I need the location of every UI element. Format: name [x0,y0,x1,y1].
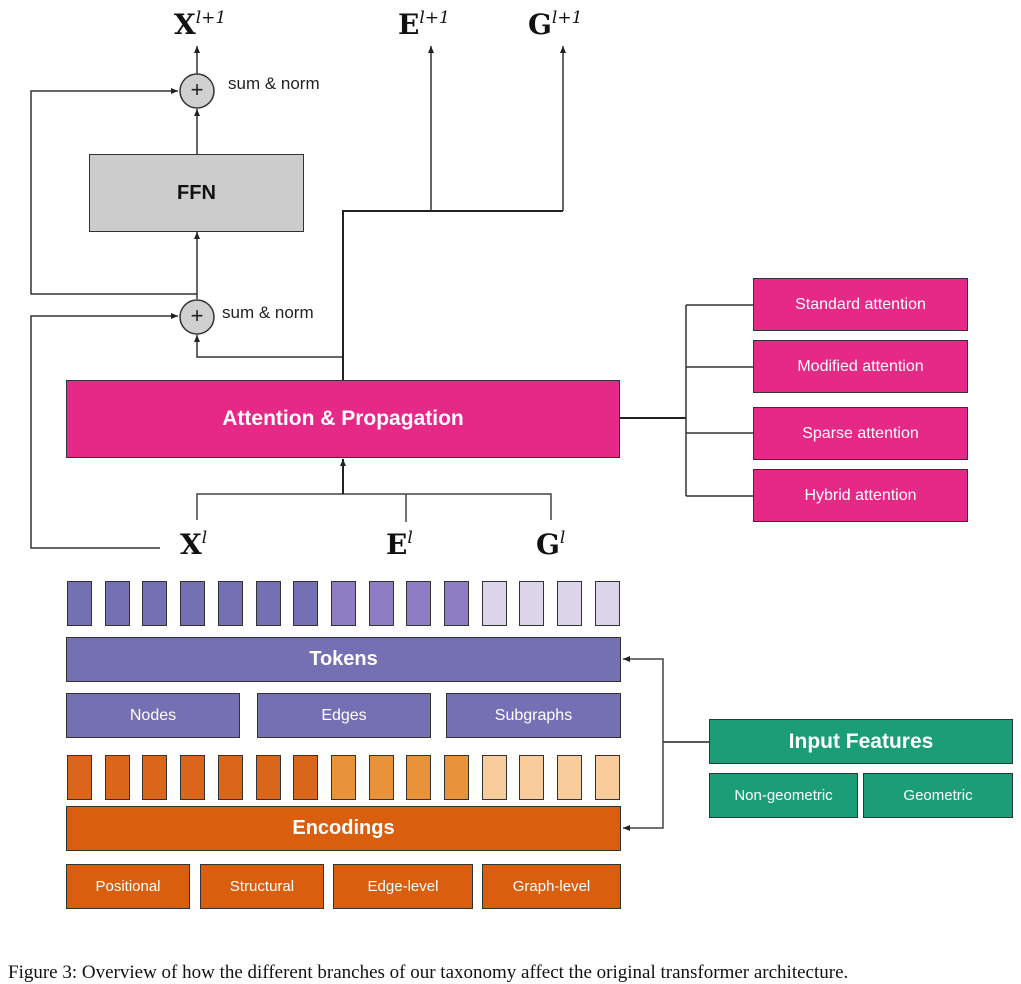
token-square-node [67,581,92,626]
encoding-square-a [67,755,92,800]
feature-category-geometric: Geometric [863,773,1013,818]
token-square-node [142,581,168,626]
variant-sparse-attention: Sparse attention [753,407,968,460]
residual-top [30,88,197,295]
category-label: Edges [321,706,367,724]
output-e: El+1 [398,7,450,41]
token-square-node [255,581,281,626]
output-g: Gl+1 [528,7,583,41]
token-square-subgraph [594,581,620,626]
token-square-edge [406,581,432,626]
tokens-block: Tokens [66,637,621,682]
encodings-block: Encodings [66,806,621,851]
category-label: Graph-level [512,878,591,895]
attention-block: Attention & Propagation [66,380,620,458]
token-square-node [104,581,130,626]
encoding-square-b [330,755,356,800]
attn-trunk [342,210,563,380]
encoding-square-a [180,755,206,800]
token-square-subgraph [557,581,583,626]
encoding-square-a [217,755,243,800]
token-square-node [180,581,206,626]
token-square-subgraph [519,581,545,626]
category-label: Subgraphs [494,706,573,724]
encoding-square-c [481,755,507,800]
encoding-square-a [255,755,281,800]
encoding-square-c [594,755,620,800]
encoding-square-b [368,755,394,800]
sum-norm-label-bottom: sum & norm [222,303,314,322]
encoding-category-graph-level: Graph-level [482,864,621,909]
encoding-square-c [519,755,545,800]
residual-bottom [30,313,178,549]
category-label: Geometric [903,787,973,804]
input-features-block: Input Features [709,719,1013,764]
encoding-square-b [406,755,432,800]
attention-label: Attention & Propagation [222,407,464,430]
encoding-square-a [104,755,130,800]
token-square-node [293,581,319,626]
token-category-nodes: Nodes [66,693,240,738]
input-x: Xl [180,527,208,561]
token-category-edges: Edges [257,693,431,738]
sum-circle-top [179,73,215,109]
output-x: Xl+1 [174,7,227,41]
encoding-square-a [142,755,168,800]
encoding-square-a [293,755,319,800]
encoding-category-edge-level: Edge-level [333,864,473,909]
token-square-edge [330,581,356,626]
feature-category-non-geometric: Non-geometric [709,773,858,818]
variant-label: Modified attention [797,357,924,375]
arrow-features-to-encodings [623,742,664,831]
token-square-subgraph [481,581,507,626]
encodings-label: Encodings [292,817,395,839]
ffn-label: FFN [177,181,216,204]
encoding-square-c [557,755,583,800]
token-square-edge [444,581,469,626]
arrow-attn-to-sum [194,335,343,358]
category-label: Positional [95,878,161,895]
input-bus [196,493,552,520]
encoding-category-structural: Structural [200,864,324,909]
variant-label: Standard attention [795,295,926,313]
token-square-edge [368,581,394,626]
arrow-features-to-tokens [623,656,664,742]
sum-circle-bottom [179,299,215,335]
ffn-block: FFN [89,154,304,232]
variant-hybrid-attention: Hybrid attention [753,469,968,522]
variant-label: Sparse attention [802,424,919,442]
token-category-subgraphs: Subgraphs [446,693,621,738]
plus-icon-top: + [190,77,204,102]
input-features-label: Input Features [788,729,934,753]
figure-caption: Figure 3: Overview of how the different … [8,962,849,983]
category-label: Non-geometric [734,787,833,804]
encoding-square-b [444,755,469,800]
input-g: Gl [536,527,566,561]
variant-standard-attention: Standard attention [753,278,968,331]
category-label: Nodes [129,706,177,724]
input-e: El [386,527,413,561]
category-label: Structural [229,878,295,895]
category-label: Edge-level [367,878,439,895]
plus-icon-bottom: + [190,303,204,328]
token-square-node [217,581,243,626]
tokens-label: Tokens [309,648,378,670]
variant-modified-attention: Modified attention [753,340,968,393]
variant-label: Hybrid attention [804,486,917,504]
sum-norm-label-top: sum & norm [228,74,320,93]
encoding-category-positional: Positional [66,864,190,909]
